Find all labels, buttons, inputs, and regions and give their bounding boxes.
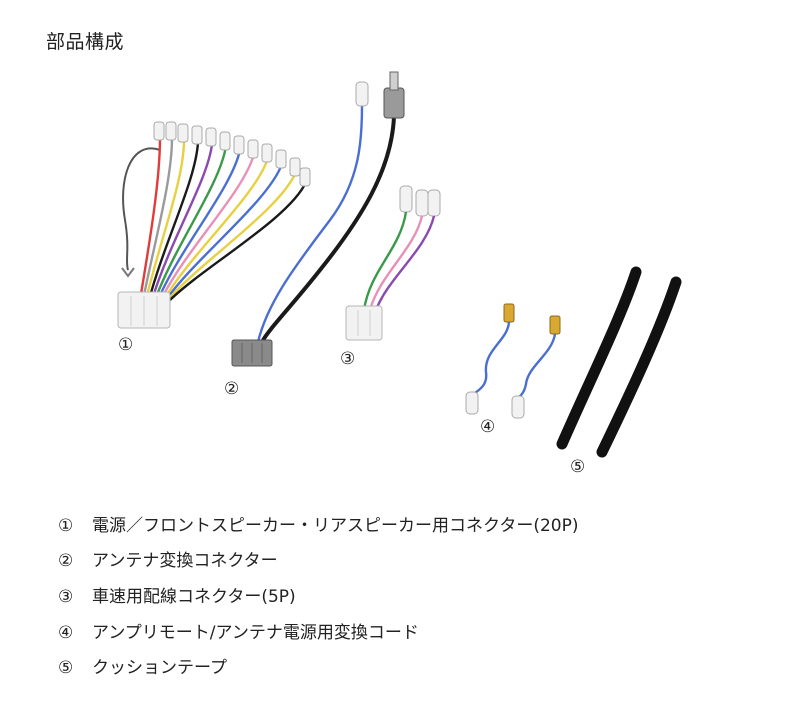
item-number: ④ — [58, 622, 74, 643]
part2-coax — [260, 115, 396, 343]
list-item: ③ 車速用配線コネクター(5P) — [58, 579, 578, 615]
part3-speed-connector: ③ — [340, 185, 441, 369]
part4-conversion-cords: ④ — [465, 303, 561, 437]
list-item: ⑤ クッションテープ — [58, 650, 578, 686]
part3-connector — [345, 305, 383, 341]
part3-callout: ③ — [340, 349, 355, 369]
part2-callout: ② — [224, 379, 239, 399]
item-number: ③ — [58, 586, 74, 607]
item-number: ② — [58, 551, 74, 572]
part1-harness: ① — [117, 121, 311, 355]
part2-antenna-plug — [383, 87, 405, 119]
parts-list: ① 電源／フロントスピーカー・リアスピーカー用コネクター(20P) ② アンテナ… — [58, 508, 578, 686]
item-name: 車速用配線コネクター(5P) — [92, 586, 296, 607]
parts-illustration: ① ② — [0, 60, 800, 480]
list-item: ① 電源／フロントスピーカー・リアスピーカー用コネクター(20P) — [58, 508, 578, 544]
part1-callout: ① — [118, 335, 133, 355]
page-title: 部品構成 — [46, 31, 125, 53]
item-name: クッションテープ — [92, 658, 227, 679]
part1-wires — [138, 137, 308, 301]
part4-callout: ④ — [480, 417, 495, 437]
part2-antenna-adapter: ② — [224, 71, 405, 399]
part1-ground-wire — [122, 147, 161, 271]
item-name: アンプリモート/アンテナ電源用変換コード — [92, 622, 419, 643]
item-name: 電源／フロントスピーカー・リアスピーカー用コネクター(20P) — [92, 515, 579, 536]
part5-callout: ⑤ — [570, 457, 585, 477]
part1-ground-lug — [121, 267, 135, 278]
item-number: ⑤ — [58, 658, 74, 679]
part5-cushion-tape: ⑤ — [556, 266, 682, 477]
list-item: ④ アンプリモート/アンテナ電源用変換コード — [58, 615, 578, 651]
part2-blue-terminal — [355, 81, 369, 107]
list-item: ② アンテナ変換コネクター — [58, 544, 578, 580]
part1-terminals — [153, 121, 311, 187]
item-number: ① — [58, 515, 74, 536]
part2-blue-wire — [256, 105, 364, 343]
item-name: アンテナ変換コネクター — [92, 551, 278, 572]
